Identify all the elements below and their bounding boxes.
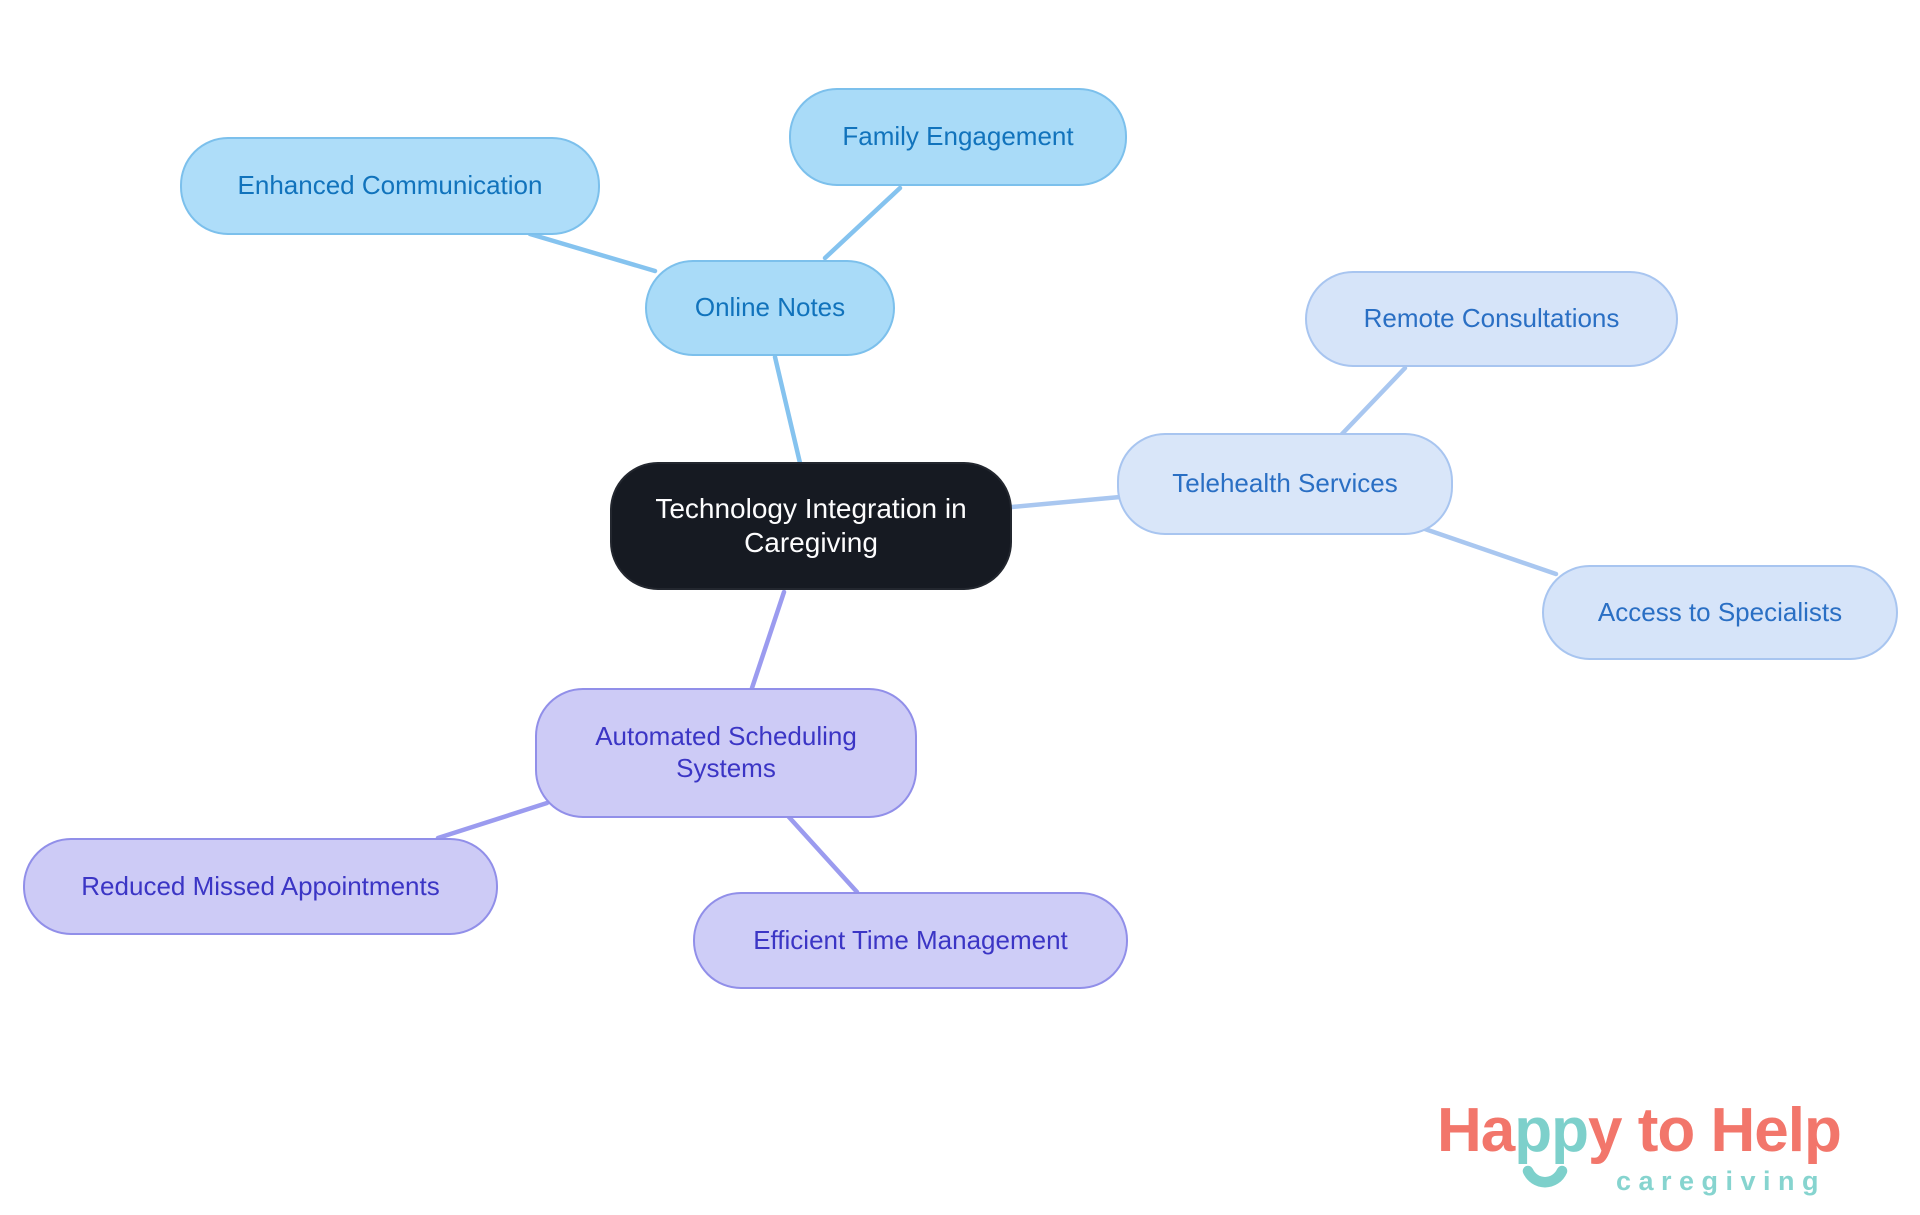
node-label-telehealth-services: Telehealth Services bbox=[1172, 468, 1398, 499]
node-label-reduced-missed-appointments: Reduced Missed Appointments bbox=[81, 870, 440, 901]
node-label-automated-scheduling-systems: Automated Scheduling Systems bbox=[595, 721, 857, 783]
logo-pp-letters: pp bbox=[1514, 1096, 1589, 1165]
logo-text-pp: pp bbox=[1514, 1100, 1589, 1188]
node-label-efficient-time-management: Efficient Time Management bbox=[753, 924, 1068, 955]
edge-central-to-telehealth-services bbox=[1009, 494, 1123, 510]
smile-icon bbox=[1523, 1165, 1568, 1188]
edge-automated-scheduling-systems-to-efficient-time-management bbox=[785, 813, 860, 895]
node-label-central: Technology Integration in Caregiving bbox=[655, 492, 967, 558]
node-family-engagement[interactable]: Family Engagement bbox=[789, 88, 1127, 186]
edge-online-notes-to-enhanced-communication bbox=[527, 231, 658, 274]
node-label-family-engagement: Family Engagement bbox=[842, 121, 1074, 152]
node-reduced-missed-appointments[interactable]: Reduced Missed Appointments bbox=[23, 838, 498, 935]
node-access-to-specialists[interactable]: Access to Specialists bbox=[1542, 565, 1898, 660]
node-central[interactable]: Technology Integration in Caregiving bbox=[610, 462, 1012, 590]
node-automated-scheduling-systems[interactable]: Automated Scheduling Systems bbox=[535, 688, 917, 818]
edge-online-notes-to-family-engagement bbox=[822, 185, 903, 261]
node-label-enhanced-communication: Enhanced Communication bbox=[237, 170, 543, 201]
node-online-notes[interactable]: Online Notes bbox=[645, 260, 895, 356]
node-enhanced-communication[interactable]: Enhanced Communication bbox=[180, 137, 600, 235]
logo-text-rest: y to Help bbox=[1588, 1096, 1842, 1165]
node-label-online-notes: Online Notes bbox=[694, 292, 846, 323]
edge-central-to-automated-scheduling-systems bbox=[749, 589, 787, 691]
node-label-remote-consultations: Remote Consultations bbox=[1363, 303, 1620, 334]
node-remote-consultations[interactable]: Remote Consultations bbox=[1305, 271, 1678, 367]
node-label-access-to-specialists: Access to Specialists bbox=[1597, 596, 1843, 627]
edge-central-to-online-notes bbox=[772, 354, 803, 466]
edge-telehealth-services-to-remote-consultations bbox=[1339, 365, 1408, 437]
node-telehealth-services[interactable]: Telehealth Services bbox=[1117, 433, 1453, 535]
logo-subtitle: caregiving bbox=[1615, 1166, 1826, 1196]
logo-text-ha: Ha bbox=[1437, 1096, 1515, 1165]
node-efficient-time-management[interactable]: Efficient Time Management bbox=[693, 892, 1128, 989]
edge-automated-scheduling-systems-to-reduced-missed-appointments bbox=[435, 800, 550, 841]
edge-telehealth-services-to-access-to-specialists bbox=[1419, 525, 1559, 577]
